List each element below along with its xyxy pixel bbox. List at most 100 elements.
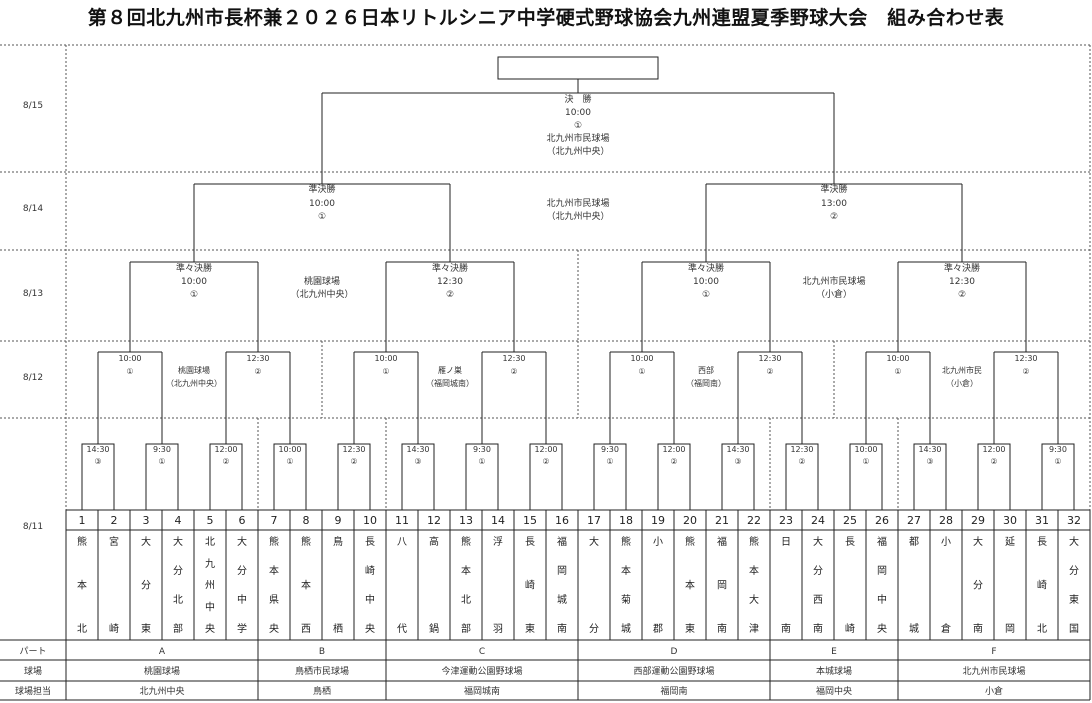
team-name-char: 分 [813, 565, 823, 577]
team-number: 24 [811, 514, 825, 527]
footer-row-label: 球場 [24, 665, 42, 677]
team-name-char: 大 [749, 593, 759, 606]
team-name: 高鍋 [429, 535, 439, 635]
part-manager: 北九州中央 [139, 685, 184, 697]
part-letter: E [831, 647, 837, 657]
team-name-char: 岡 [877, 565, 887, 577]
round2-time: 12:30 [246, 354, 269, 363]
team-number: 2 [111, 514, 118, 527]
team-number: 19 [651, 514, 665, 527]
team-number: 31 [1035, 514, 1049, 527]
team-name-char: 本 [77, 579, 87, 592]
final-venue-sub: （北九州中央） [546, 145, 609, 157]
team-name-char: 崎 [1037, 579, 1047, 592]
team-name-char: 崎 [109, 622, 119, 635]
round2-venue-name: 西部 [698, 365, 714, 375]
team-number: 14 [491, 514, 505, 527]
team-name: 大分南 [973, 535, 983, 635]
team-name-char: 分 [237, 565, 247, 577]
team-number: 7 [271, 514, 278, 527]
date-label: 8/14 [23, 204, 43, 214]
team-name-char: 鳥 [333, 535, 343, 548]
team-name-char: 栖 [333, 622, 343, 635]
round1-time: 9:30 [153, 445, 171, 454]
team-name-char: 本 [461, 564, 471, 577]
round1-slot: ② [990, 457, 997, 466]
team-number: 18 [619, 514, 633, 527]
team-number: 29 [971, 514, 985, 527]
team-name: 日南 [781, 537, 791, 635]
team-number: 20 [683, 514, 697, 527]
team-name-char: 熊 [269, 535, 279, 548]
team-name: 長崎 [845, 536, 855, 635]
qf-venue-name: 桃園球場 [304, 275, 340, 287]
round1-time: 12:00 [214, 445, 237, 454]
team-name: 鳥栖 [333, 535, 343, 635]
team-name-char: 大 [1069, 535, 1079, 548]
date-label: 8/15 [23, 101, 43, 111]
team-name-char: 羽 [493, 623, 503, 635]
round1-time: 14:30 [918, 445, 941, 454]
team-number: 11 [395, 514, 409, 527]
round2-time: 10:00 [118, 354, 141, 363]
team-name-char: 福 [717, 535, 727, 548]
team-name-char: 西 [813, 595, 823, 606]
team-name: 熊本県央 [269, 535, 279, 635]
team-number: 10 [363, 514, 377, 527]
qf-venue-sub: （小倉） [816, 288, 852, 300]
team-name-char: 国 [1069, 623, 1079, 635]
team-name-char: 央 [205, 622, 215, 635]
team-name-char: 九 [205, 558, 215, 570]
team-name: 熊本菊城 [621, 535, 631, 635]
team-name-char: 南 [973, 622, 983, 635]
team-name: 大分東国 [1069, 535, 1079, 635]
part-venue: 桃園球場 [144, 665, 180, 677]
qf-venue-sub: （北九州中央） [290, 288, 353, 300]
team-name-char: 岡 [717, 580, 727, 592]
team-name-char: 学 [237, 622, 247, 635]
qf-time: 10:00 [693, 277, 719, 287]
round1-time: 12:30 [790, 445, 813, 454]
team-name: 熊本大津 [749, 535, 759, 635]
team-number: 22 [747, 514, 761, 527]
round2-slot: ① [638, 367, 645, 376]
team-name-char: 中 [237, 593, 247, 606]
team-number: 25 [843, 514, 857, 527]
team-number: 6 [239, 514, 246, 527]
qf-slot: ① [702, 290, 710, 300]
qf-label: 準々決勝 [944, 262, 980, 274]
team-name-char: 北 [173, 594, 183, 606]
round1-slot: ① [286, 457, 293, 466]
round2-time: 10:00 [630, 354, 653, 363]
round2-slot: ② [510, 367, 517, 376]
team-name-char: 県 [269, 594, 279, 606]
part-manager: 福岡南 [660, 685, 687, 697]
round2-venue-sub: （小倉） [946, 378, 978, 388]
team-name-char: 中 [365, 593, 375, 606]
team-name-char: 州 [205, 580, 215, 592]
round1-time: 10:00 [278, 445, 301, 454]
page-title: 第８回北九州市長杯兼２０２６日本リトルシニア中学硬式野球協会九州連盟夏季野球大会… [87, 7, 1005, 29]
team-name-char: 南 [717, 622, 727, 635]
round1-slot: ③ [94, 457, 101, 466]
final-venue-name: 北九州市民球場 [546, 132, 609, 144]
team-number: 17 [587, 514, 601, 527]
team-name-char: 熊 [77, 535, 87, 548]
part-manager: 福岡城南 [464, 685, 500, 697]
team-name-char: 本 [621, 564, 631, 577]
team-name-char: 分 [173, 565, 183, 577]
sf-label: 準決勝 [820, 183, 847, 195]
team-name-char: 本 [269, 564, 279, 577]
team-name: 大分東 [141, 535, 151, 635]
team-name-char: 大 [973, 535, 983, 548]
team-name-char: 分 [141, 580, 151, 592]
round1-time: 14:30 [86, 445, 109, 454]
sf-venue-sub: （北九州中央） [546, 210, 609, 222]
team-name-char: 南 [781, 622, 791, 635]
round1-time: 9:30 [601, 445, 619, 454]
round2-venue-sub: （福岡南） [686, 378, 726, 388]
team-name-char: 東 [1069, 593, 1079, 606]
part-venue: 鳥栖市民球場 [295, 665, 349, 677]
team-name-char: 分 [589, 623, 599, 635]
team-name: 大分 [589, 535, 599, 635]
